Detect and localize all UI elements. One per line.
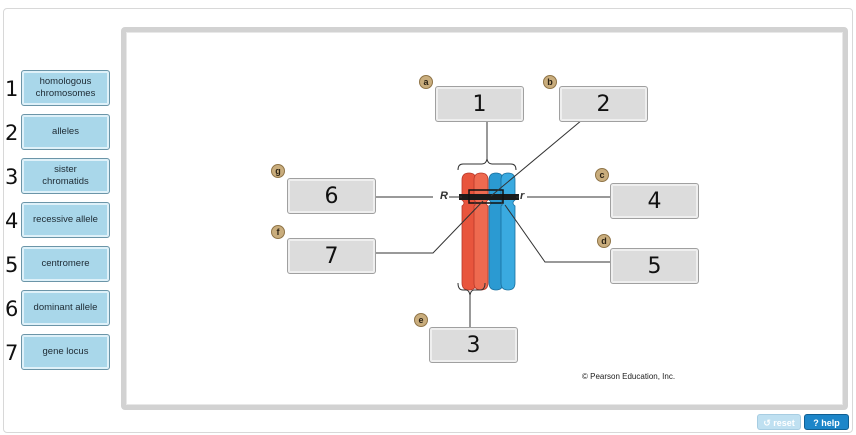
handwritten-number: 5: [5, 253, 19, 277]
target-d[interactable]: 5: [610, 248, 699, 284]
badge-g: g: [271, 164, 285, 178]
label-alleles[interactable]: alleles: [21, 114, 110, 150]
badge-c: c: [595, 168, 609, 182]
handwritten-number: 3: [5, 165, 19, 189]
handwritten-number: 2: [5, 121, 19, 145]
target-e[interactable]: 3: [429, 327, 518, 363]
handwritten-number: 7: [5, 341, 19, 365]
label-dominant-allele[interactable]: dominant allele: [21, 290, 110, 326]
gene-locus-box: [468, 189, 504, 204]
badge-f: f: [271, 225, 285, 239]
copyright-notice: © Pearson Education, Inc.: [582, 372, 676, 381]
allele-dominant-letter: R: [440, 190, 448, 202]
handwritten-number: 1: [5, 77, 19, 101]
badge-b: b: [543, 75, 557, 89]
badge-a: a: [419, 75, 433, 89]
handwritten-number: 4: [5, 209, 19, 233]
badge-e: e: [414, 313, 428, 327]
label-text: recessive allele: [33, 214, 98, 225]
label-line: sister: [54, 164, 77, 175]
label-text: alleles: [52, 126, 79, 137]
target-b[interactable]: 2: [559, 86, 648, 122]
label-text: centromere: [41, 258, 90, 269]
label-line: chromosomes: [35, 88, 96, 99]
gene-band: [459, 194, 519, 200]
label-line: chromatids: [42, 176, 89, 187]
badge-d: d: [597, 234, 611, 248]
target-a[interactable]: 1: [435, 86, 524, 122]
reset-button[interactable]: ↺ reset: [757, 414, 801, 430]
handwritten-number: 6: [5, 297, 19, 321]
target-g[interactable]: 6: [287, 178, 376, 214]
allele-recessive-letter: r: [520, 190, 525, 202]
label-centromere[interactable]: centromere: [21, 246, 110, 282]
label-gene-locus[interactable]: gene locus: [21, 334, 110, 370]
help-button[interactable]: ? help: [804, 414, 849, 430]
label-line: homologous: [39, 76, 92, 87]
label-text: gene locus: [42, 346, 89, 357]
label-recessive-allele[interactable]: recessive allele: [21, 202, 110, 238]
target-c[interactable]: 4: [610, 183, 699, 219]
target-f[interactable]: 7: [287, 238, 376, 274]
label-text: dominant allele: [33, 302, 98, 313]
